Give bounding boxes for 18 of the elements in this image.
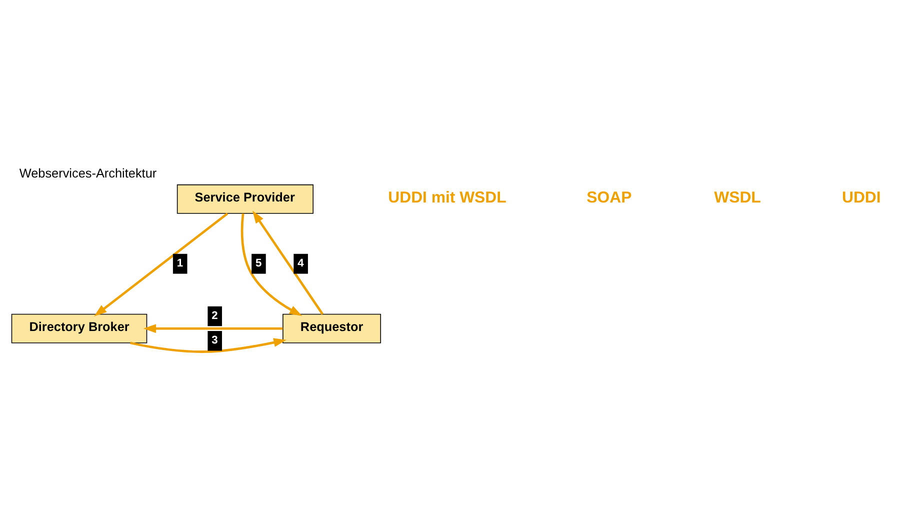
edge-label: 1 [176, 256, 184, 269]
edge-label: 2 [212, 309, 218, 322]
diagram-title: Webservices-Architektur [19, 166, 157, 180]
node-box: Directory Broker [11, 313, 148, 343]
arrow [143, 324, 283, 333]
label: SOAP [586, 188, 632, 206]
arrow [94, 212, 228, 316]
label: UDDI mit WSDL [388, 188, 506, 206]
arrow [240, 212, 302, 316]
label: UDDI [842, 188, 881, 206]
arrow [130, 338, 286, 352]
edge-label: 3 [212, 334, 218, 346]
edge-label: 5 [256, 256, 262, 269]
node-box: Requestor [282, 313, 381, 343]
label: WSDL [714, 188, 761, 206]
node-box: Service Provider [176, 184, 314, 214]
edge-label: 4 [298, 256, 304, 269]
arrow [252, 210, 324, 314]
